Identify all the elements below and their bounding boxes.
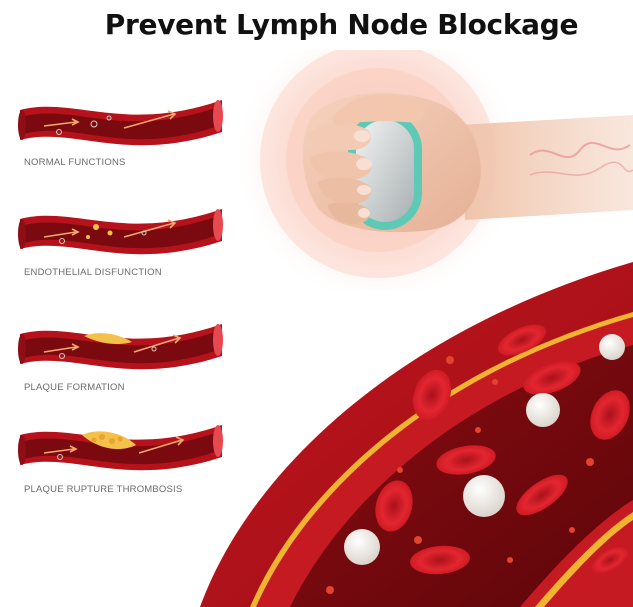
red-blood-cells bbox=[375, 324, 630, 575]
platelets bbox=[326, 356, 594, 594]
stage-label-endothelial-disfunction: ENDOTHELIAL DISFUNCTION bbox=[24, 267, 162, 278]
vessel-plaque-rupture-thrombosis-illustration bbox=[18, 425, 223, 471]
page-title: Prevent Lymph Node Blockage bbox=[104, 8, 579, 41]
stage-label-normal-functions: NORMAL FUNCTIONS bbox=[24, 157, 126, 168]
vessel-endothelial-disfunction-illustration bbox=[18, 209, 223, 255]
vessel-normal-functions-illustration bbox=[18, 100, 223, 146]
vessel-plaque-formation-illustration bbox=[18, 324, 223, 370]
stage-label-plaque-formation: PLAQUE FORMATION bbox=[24, 382, 125, 393]
stage-label-plaque-rupture-thrombosis: PLAQUE RUPTURE THROMBOSIS bbox=[24, 484, 183, 495]
hand-squeezing-device-illustration bbox=[233, 50, 633, 290]
white-blood-cells bbox=[344, 334, 625, 565]
